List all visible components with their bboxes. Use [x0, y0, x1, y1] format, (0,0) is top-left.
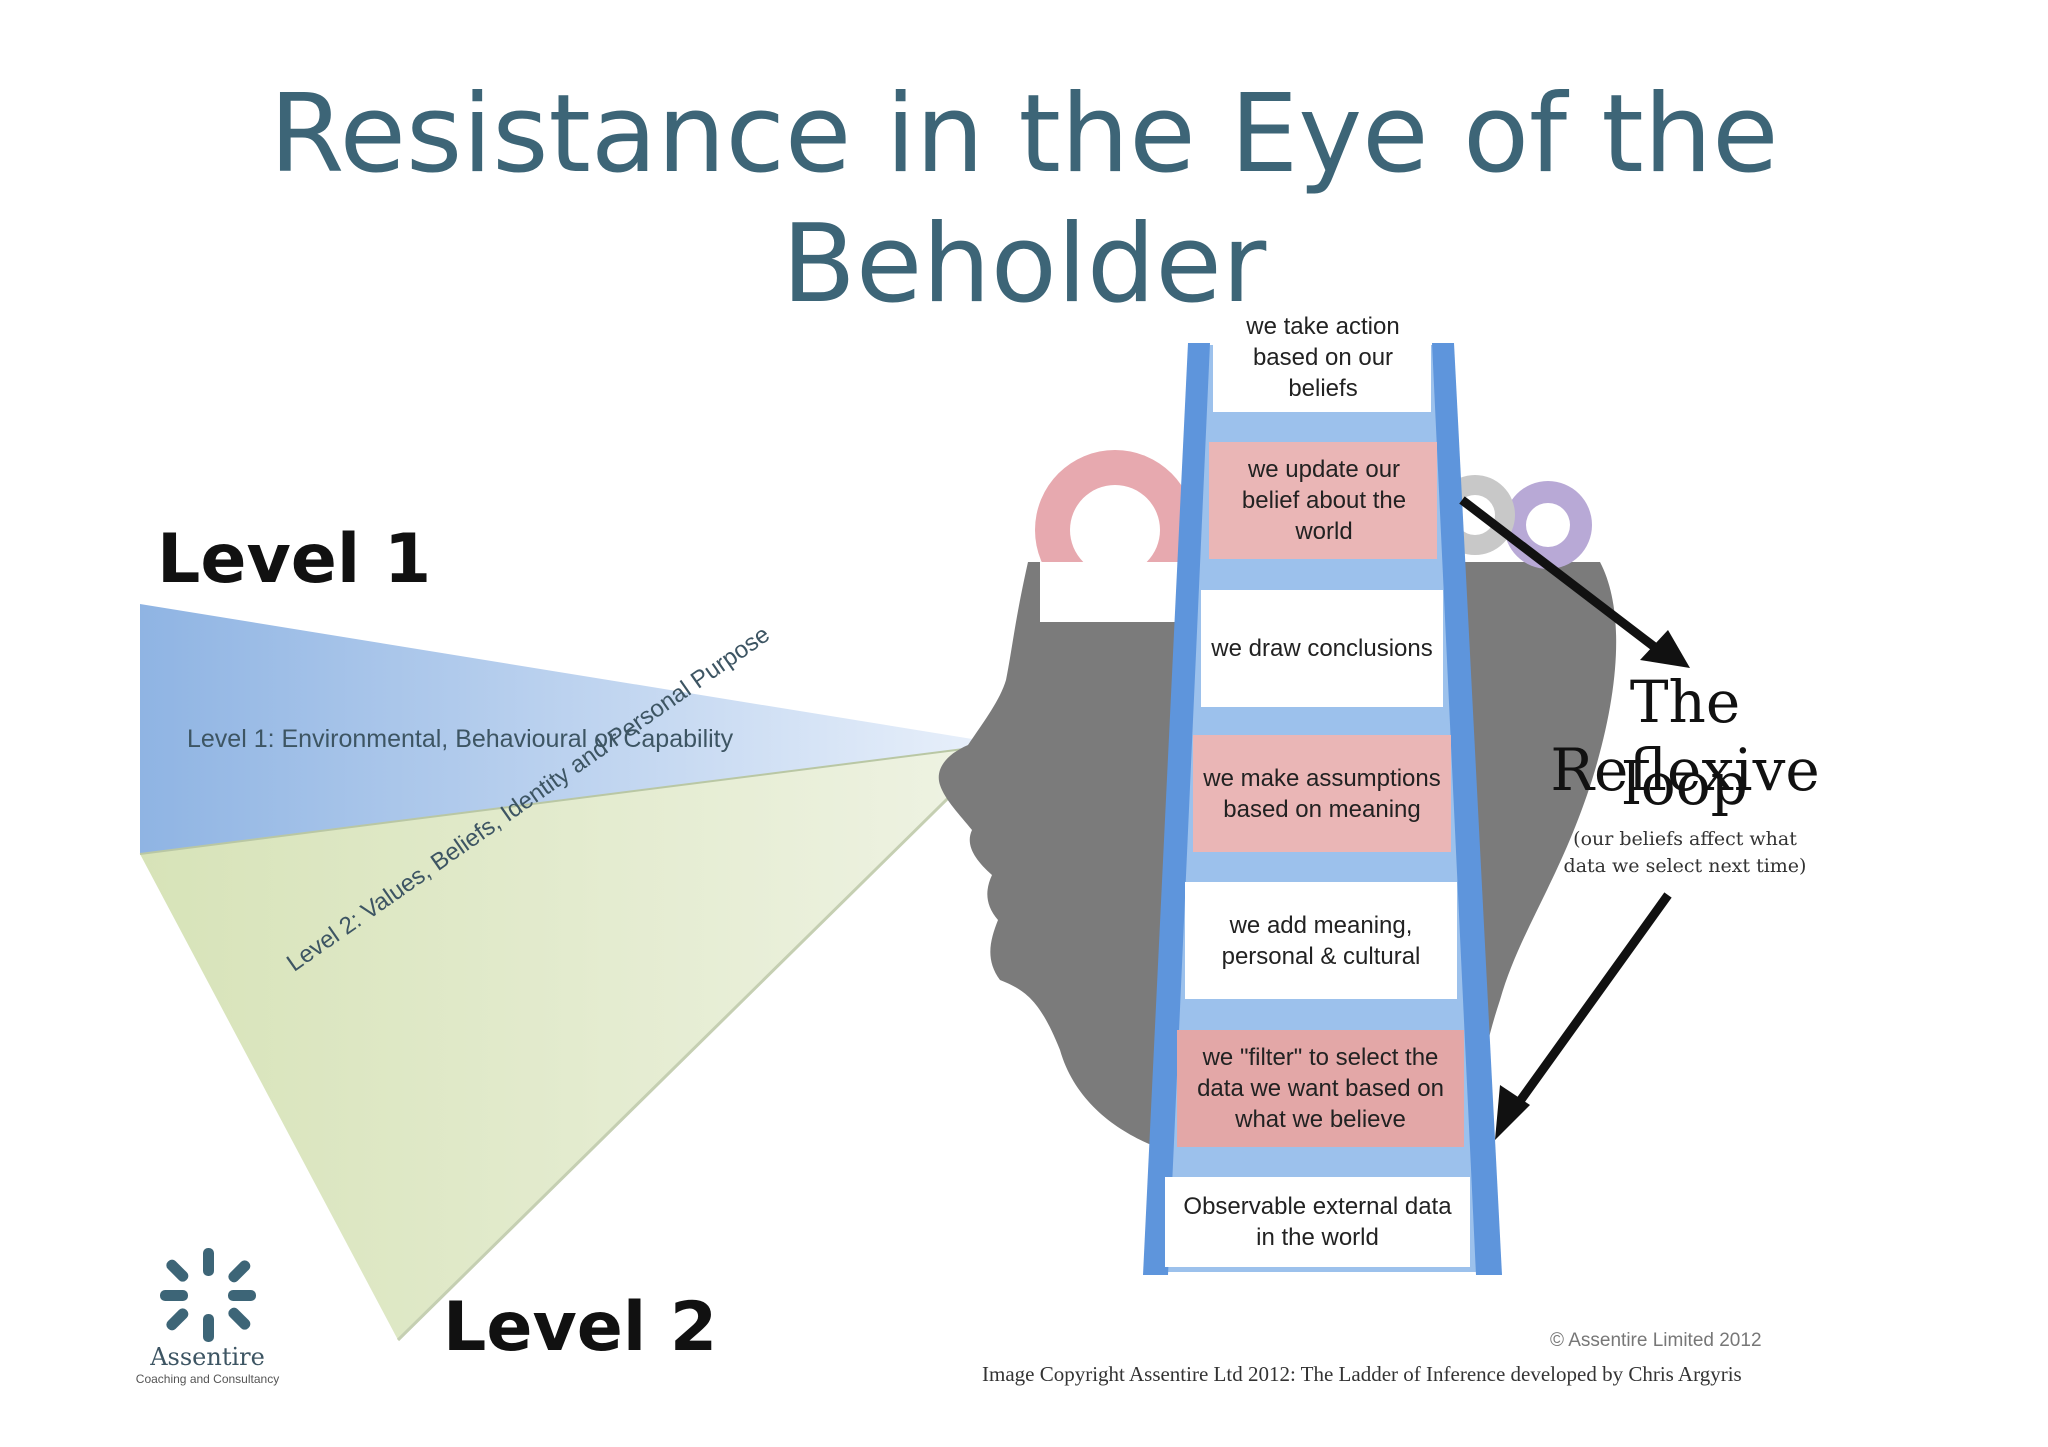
copyright-text: © Assentire Limited 2012: [1550, 1330, 1762, 1351]
rung-text-6: we "filter" to select the data we want b…: [1197, 1044, 1444, 1133]
level1-heading: Level 1: [157, 520, 432, 599]
title-line-2: Beholder: [781, 202, 1267, 327]
reflexive-loop-note-line2: data we select next time): [1563, 855, 1807, 877]
arrow-down-left-icon: [1495, 892, 1672, 1140]
rung-box-7: [1165, 1177, 1470, 1267]
ladder-left-rail: [1143, 343, 1210, 1275]
rung-text-4: we make assumptions based on meaning: [1203, 764, 1441, 823]
level1-cone: [140, 604, 1003, 854]
rung-text-7: Observable external data in the world: [1183, 1193, 1452, 1251]
title-line-1: Resistance in the Eye of the: [269, 72, 1779, 197]
reflexive-loop-note-line1: (our beliefs affect what: [1573, 828, 1797, 850]
level2-heading: Level 2: [443, 1288, 718, 1367]
rung-box-4: [1193, 735, 1451, 852]
level2-cone: [140, 744, 1003, 1340]
rung-box-2: [1209, 442, 1437, 559]
rung-box-5: [1185, 882, 1457, 999]
page-title: Resistance in the Eye of the Beholder: [0, 70, 2048, 330]
purple-gear-icon: [1504, 481, 1592, 569]
reflexive-loop-title-line2: loop: [1622, 750, 1748, 818]
logo-tagline: Coaching and Consultancy: [135, 1372, 280, 1386]
assentire-logo-icon: [160, 1248, 256, 1342]
reflexive-loop-title-line1: The Reflexive: [1550, 668, 1820, 804]
rung-box-6: [1177, 1030, 1464, 1147]
image-credit-text: Image Copyright Assentire Ltd 2012: The …: [982, 1362, 1742, 1386]
rung-text-3: we draw conclusions: [1211, 635, 1433, 662]
level1-label: Level 1: Environmental, Behavioural or C…: [187, 725, 734, 753]
arrow-down-right-icon: [1459, 496, 1690, 668]
rung-text-1: we take action based on our beliefs: [1246, 312, 1400, 402]
rung-text-5: we add meaning, personal & cultural: [1221, 911, 1421, 970]
rung-box-3: [1201, 590, 1443, 707]
ladder-right-rail: [1432, 343, 1502, 1275]
rung-text-2: we update our belief about the world: [1241, 456, 1407, 545]
logo-name: Assentire: [150, 1343, 265, 1371]
rung-box-1: [1213, 312, 1431, 412]
